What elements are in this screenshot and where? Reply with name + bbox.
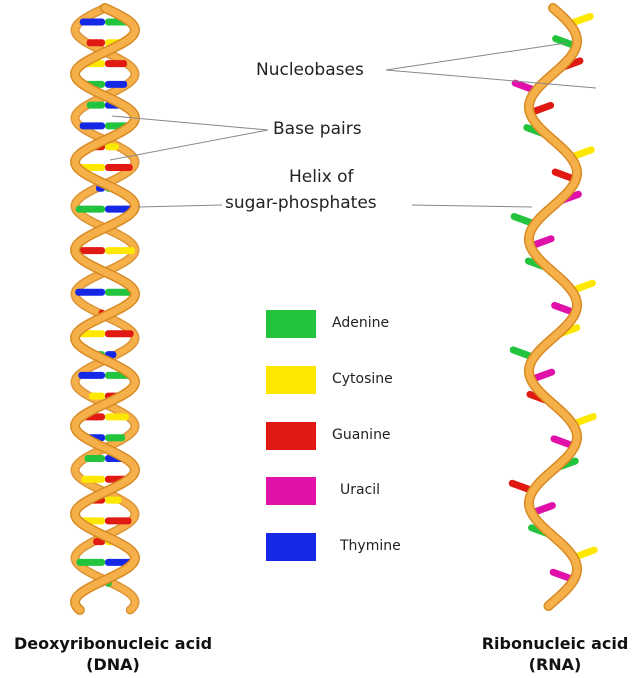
legend-item-adenine: Adenine <box>266 310 486 340</box>
dna-base-cytosine <box>105 143 119 151</box>
legend-item-uracil: Uracil <box>266 477 486 507</box>
dna-caption-abbr: (DNA) <box>86 655 140 674</box>
rna-helix <box>508 3 598 611</box>
dna-base-thymine <box>79 18 105 26</box>
dna-backbone-back <box>70 3 140 615</box>
rna-backbone <box>524 3 582 611</box>
dna-base-guanine <box>86 39 105 47</box>
dna-base-adenine <box>105 288 135 296</box>
dna-base-adenine <box>76 558 105 566</box>
legend-label-cytosine: Cytosine <box>332 371 393 387</box>
dna-base-guanine <box>75 247 105 255</box>
dna-base-cytosine <box>105 413 129 421</box>
dna-base-cytosine <box>89 392 105 400</box>
dna-base-adenine <box>105 434 126 442</box>
helix-leader-rna <box>411 204 533 208</box>
rna-caption-abbr: (RNA) <box>528 655 582 674</box>
rna-caption: Ribonucleic acid (RNA) <box>470 633 640 675</box>
dna-base-adenine <box>86 101 105 109</box>
legend-label-uracil: Uracil <box>340 482 381 498</box>
legend-swatch-guanine <box>266 422 316 450</box>
dna-base-cytosine <box>105 247 135 255</box>
legend-item-guanine: Guanine <box>266 422 486 452</box>
legend-swatch-thymine <box>266 533 316 561</box>
dna-helix <box>69 3 141 615</box>
helix-leader-dna <box>137 204 223 208</box>
nucleobases-leader-1 <box>385 42 567 71</box>
dna-caption-name: Deoxyribonucleic acid <box>13 634 213 653</box>
dna-base-guanine <box>105 517 132 525</box>
nucleobases-label: Nucleobases <box>256 60 364 80</box>
dna-base-thymine <box>75 288 105 296</box>
dna-base-thymine <box>105 80 128 88</box>
base-pairs-label: Base pairs <box>273 119 362 139</box>
legend-item-cytosine: Cytosine <box>266 366 486 396</box>
nucleobases-leader-2 <box>385 69 597 89</box>
rna-bases <box>508 12 598 584</box>
dna-base-thymine <box>79 122 105 130</box>
dna-base-thymine <box>78 371 105 379</box>
dna-backbone-front <box>69 3 141 615</box>
dna-base-guanine <box>105 164 133 171</box>
dna-base-guanine <box>105 330 134 338</box>
dna-base-cytosine <box>81 475 105 483</box>
legend-label-thymine: Thymine <box>340 538 401 554</box>
legend-swatch-uracil <box>266 477 316 505</box>
dna-base-adenine <box>75 205 105 213</box>
rna-caption-name: Ribonucleic acid <box>481 634 629 653</box>
legend-swatch-adenine <box>266 310 316 338</box>
base-pairs-leader-1 <box>111 115 269 131</box>
legend-item-thymine: Thymine <box>266 533 486 563</box>
legend-label-adenine: Adenine <box>332 315 390 331</box>
dna-base-guanine <box>105 60 128 68</box>
leader-lines <box>109 42 597 208</box>
base-pairs-leader-2 <box>109 129 269 161</box>
legend-label-guanine: Guanine <box>332 427 391 443</box>
legend-swatch-cytosine <box>266 366 316 394</box>
dna-base-cytosine <box>105 496 122 504</box>
dna-base-adenine <box>84 455 105 462</box>
helix-label-line2: sugar-phosphates <box>225 193 377 213</box>
dna-caption: Deoxyribonucleic acid (DNA) <box>0 633 236 675</box>
helix-label-line1: Helix of <box>289 167 354 187</box>
